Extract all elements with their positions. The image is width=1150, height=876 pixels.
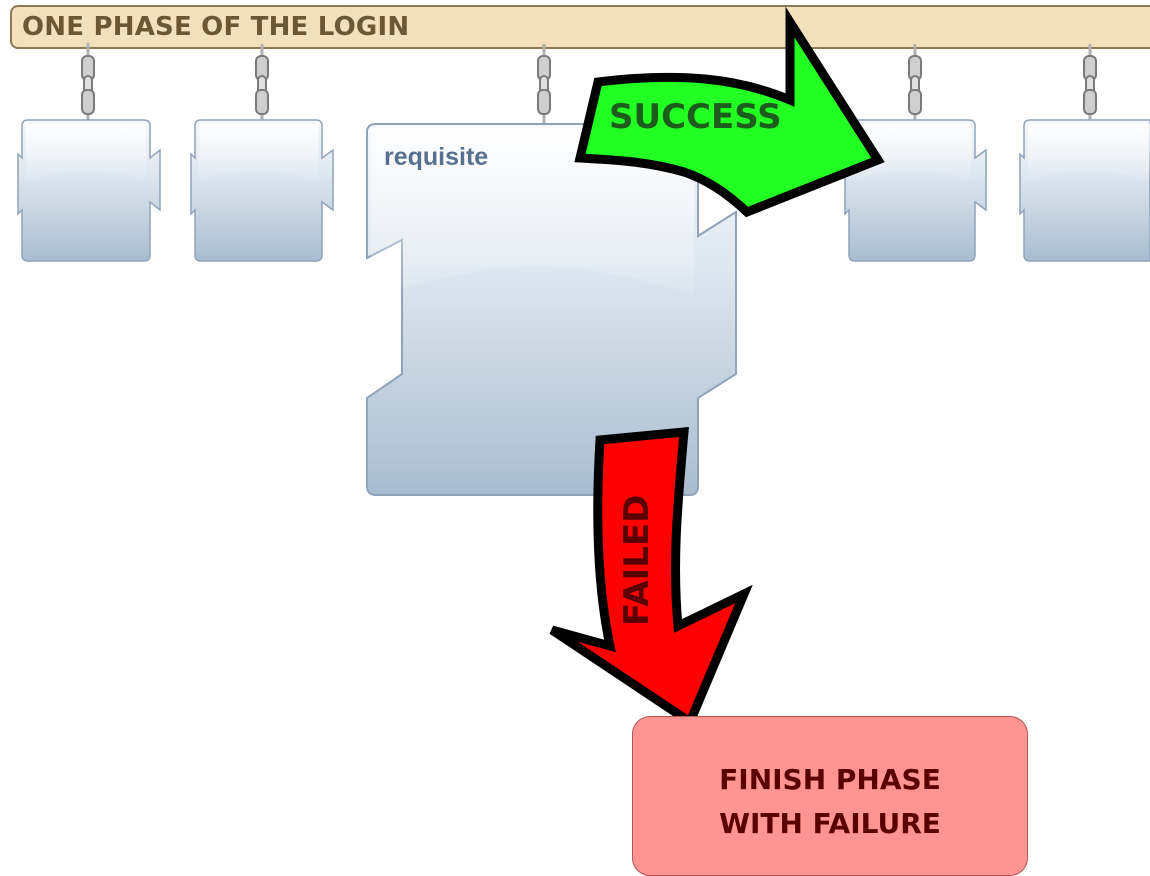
success-arrow [574,6,885,218]
chain-4 [908,44,922,126]
chain-1 [81,42,95,128]
finish-line-1: FINISH PHASE [719,763,941,796]
success-label: SUCCESS [609,97,782,137]
module-label-requisite: requisite [384,143,489,171]
finish-line-2: WITH FAILURE [719,807,941,840]
finish-box [632,716,1028,876]
phase-bar [10,5,1150,49]
chain-5 [1083,44,1097,126]
phase-title: ONE PHASE OF THE LOGIN [22,12,410,42]
module-1 [17,119,161,262]
chain-3 [537,44,551,128]
module-requisite [366,123,737,496]
failed-label: FAILED [617,495,657,626]
module-5 [1019,119,1150,262]
module-2 [190,119,334,262]
chain-2 [255,44,269,126]
finish-text: FINISH PHASE WITH FAILURE [632,758,1028,846]
